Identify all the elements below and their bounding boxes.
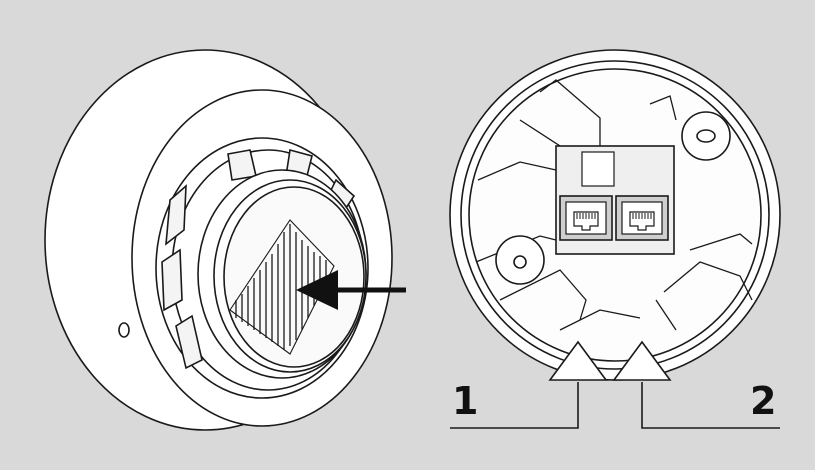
mounting-hole-icon: [118, 322, 130, 338]
mounting-boss-top-right: [681, 111, 731, 161]
detector-rear-view: [449, 49, 781, 381]
callout-2-pointer-icon: [612, 340, 672, 381]
callout-1-pointer-icon: [548, 340, 608, 381]
mounting-boss-bottom-left: [495, 235, 545, 285]
rj-jack-1-icon: [559, 195, 613, 241]
callout-1-label: 1: [452, 379, 478, 423]
indicator-arrow: [296, 270, 406, 310]
rj-jack-2-icon: [615, 195, 669, 241]
sensor-cover: [197, 169, 367, 379]
detector-front-view: [44, 49, 393, 431]
label-square: [581, 151, 615, 187]
callout-2-label: 2: [750, 379, 776, 423]
callout-1: 1: [450, 340, 608, 429]
callout-2: 2: [612, 340, 780, 429]
